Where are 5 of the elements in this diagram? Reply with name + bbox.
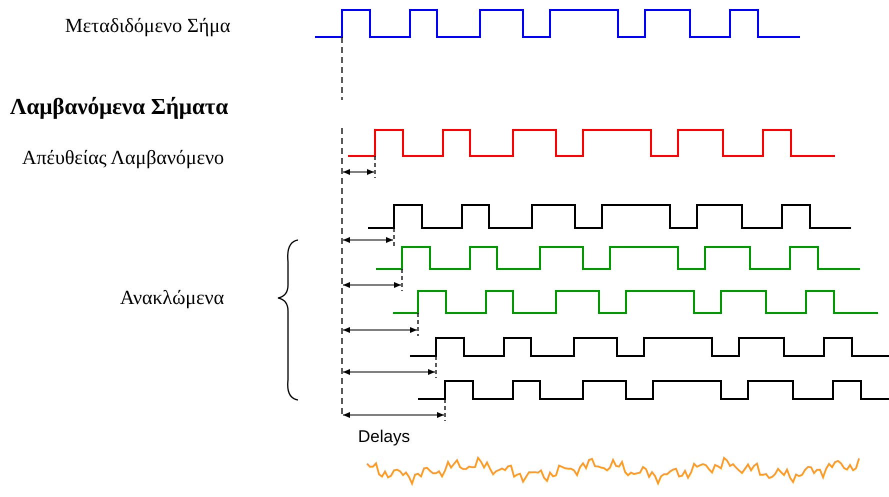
signal-label: Απέυθείας Λαμβανόμενο [22,148,224,168]
delay-label: Delays [358,428,410,445]
signal-label: Μεταδιδόμενο Σήμα [65,16,230,36]
group-label: Ανακλώμενα [120,288,224,308]
section-heading: Λαμβανόμενα Σήματα [10,95,228,118]
